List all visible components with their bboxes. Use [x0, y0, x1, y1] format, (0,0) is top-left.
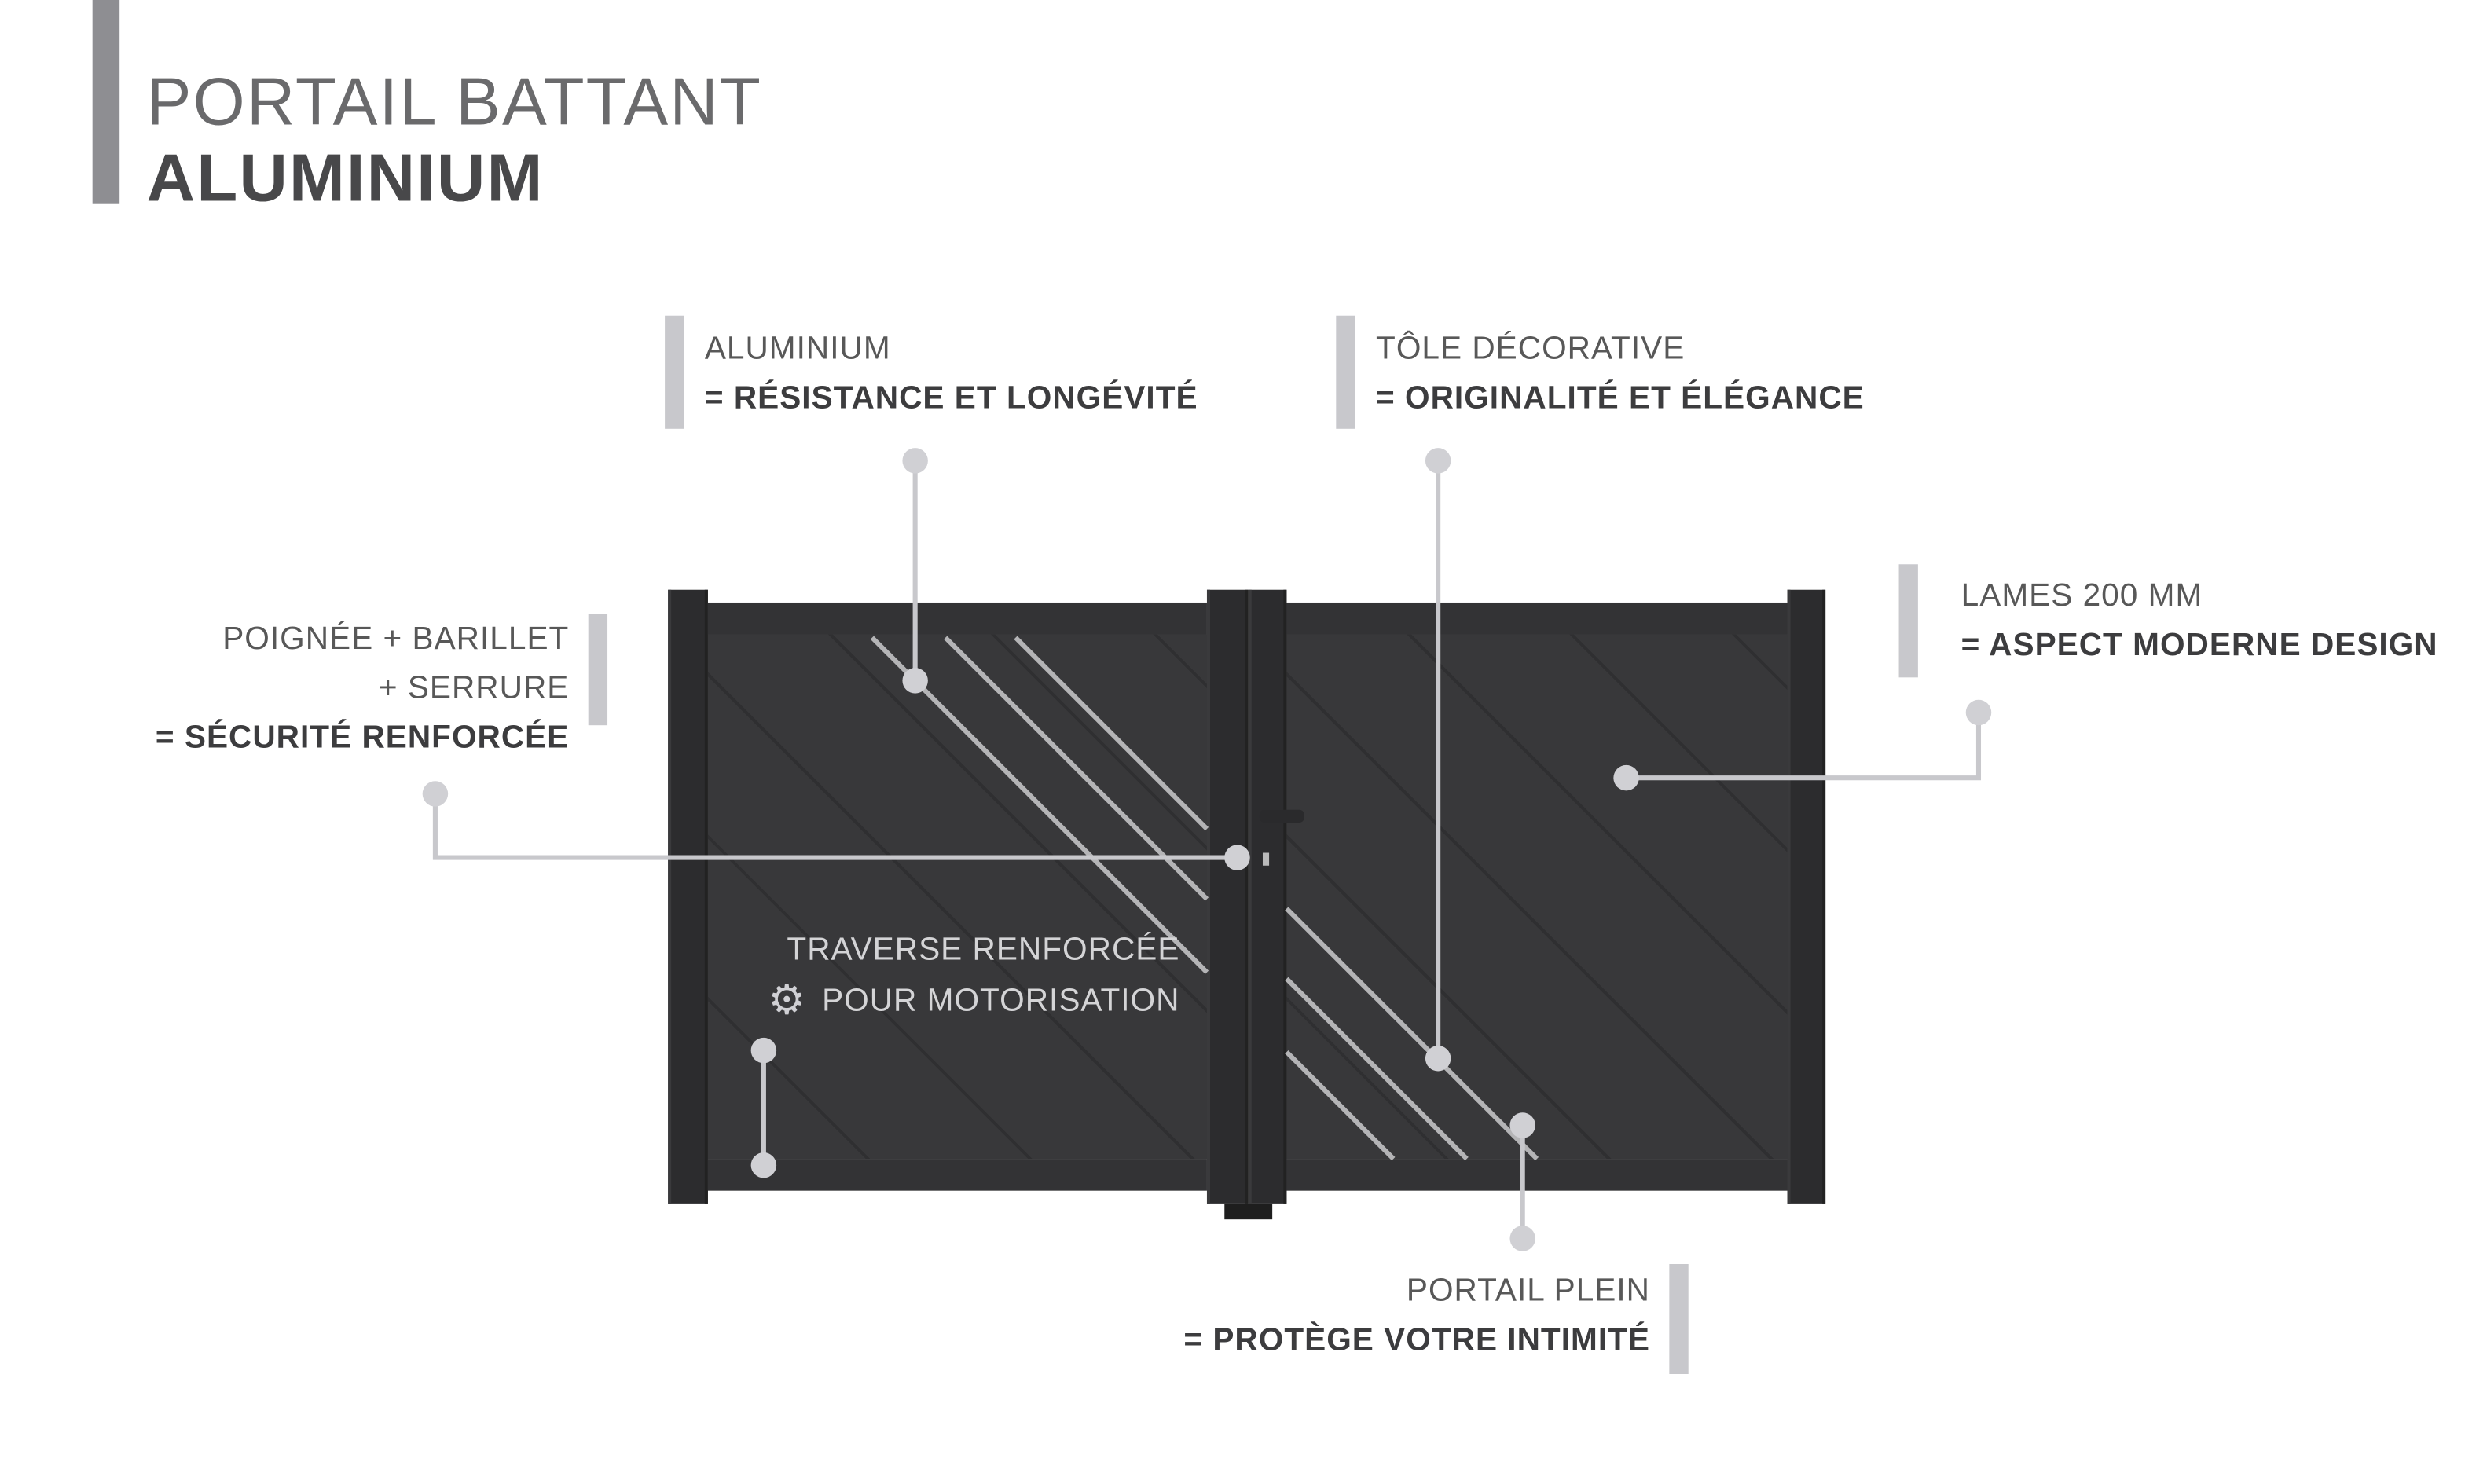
title-line1: PORTAIL BATTANT	[146, 64, 762, 139]
left-bottom-rail	[707, 1159, 1207, 1191]
callout-dot	[750, 1037, 777, 1064]
callout-dot	[1224, 845, 1250, 870]
center-stile-right	[1248, 589, 1287, 1204]
callout-bar	[1336, 315, 1355, 429]
callout-bar	[1898, 564, 1918, 678]
callout-aluminium: ALUMINIUM = RÉSISTANCE ET LONGÉVITÉ	[705, 325, 1198, 424]
callout-tole: TÔLE DÉCORATIVE = ORIGINALITÉ ET ÉLÉGANC…	[1376, 325, 1865, 424]
callout-traverse: TRAVERSE RENFORCÉE ⚙POUR MOTORISATION	[768, 926, 1179, 1027]
callout-benefit: = SÉCURITÉ RENFORCÉE	[155, 720, 570, 756]
right-post	[1787, 589, 1826, 1204]
callout-bar	[1669, 1263, 1689, 1374]
callout-poignee: POIGNÉE + BARILLET + SERRURE = SÉCURITÉ …	[156, 615, 569, 764]
callout-dot	[1613, 764, 1639, 791]
callout-dot	[1509, 1112, 1535, 1138]
callout-title: LAMES 200 MM	[1961, 578, 2203, 614]
callout-dot	[902, 668, 928, 694]
callout-line1: POIGNÉE + BARILLET	[222, 621, 570, 657]
callout-lames: LAMES 200 MM = ASPECT MODERNE DESIGN	[1961, 572, 2438, 671]
keyhole-icon	[1262, 852, 1270, 866]
right-bottom-rail	[1286, 1159, 1788, 1191]
callout-benefit: = PROTÈGE VOTRE INTIMITÉ	[1183, 1323, 1651, 1358]
handle-icon	[1259, 809, 1304, 823]
callout-dot	[1425, 448, 1451, 474]
gear-icon: ⚙	[768, 975, 806, 1024]
callout-bar	[588, 614, 608, 726]
callout-title: ALUMINIUM	[704, 332, 891, 367]
title-accent-bar	[92, 0, 120, 204]
callout-dot	[1965, 699, 1992, 726]
deco-line	[1014, 636, 1209, 831]
title-line2: ALUMINIUM	[146, 140, 545, 215]
callout-line1: TRAVERSE RENFORCÉE	[787, 932, 1180, 968]
callout-benefit: = ASPECT MODERNE DESIGN	[1961, 628, 2438, 664]
callout-dot	[1425, 1046, 1451, 1072]
callout-dot	[902, 448, 928, 474]
callout-benefit: = RÉSISTANCE ET LONGÉVITÉ	[704, 380, 1198, 416]
deco-line	[870, 636, 1209, 974]
left-top-rail	[707, 602, 1207, 635]
deco-line	[1285, 977, 1469, 1161]
callout-plein: PORTAIL PLEIN = PROTÈGE VOTRE INTIMITÉ	[1183, 1267, 1650, 1366]
center-stile-left	[1206, 589, 1249, 1204]
right-top-rail	[1286, 602, 1788, 635]
callout-title: PORTAIL PLEIN	[1406, 1273, 1651, 1309]
right-leaf-panel	[1286, 634, 1788, 1160]
callout-bar	[665, 315, 684, 429]
deco-line	[1285, 907, 1539, 1161]
callout-line2: ⚙POUR MOTORISATION	[768, 975, 1180, 1024]
callout-dot	[422, 781, 449, 807]
callout-benefit: = ORIGINALITÉ ET ÉLÉGANCE	[1376, 380, 1865, 416]
deco-line	[1285, 1050, 1396, 1161]
callout-title: TÔLE DÉCORATIVE	[1376, 332, 1686, 367]
callout-dot	[1509, 1226, 1535, 1251]
callout-dot	[750, 1152, 777, 1178]
left-post	[668, 589, 708, 1204]
gate-stop-foot	[1224, 1203, 1273, 1220]
callout-line2: + SERRURE	[378, 671, 570, 706]
